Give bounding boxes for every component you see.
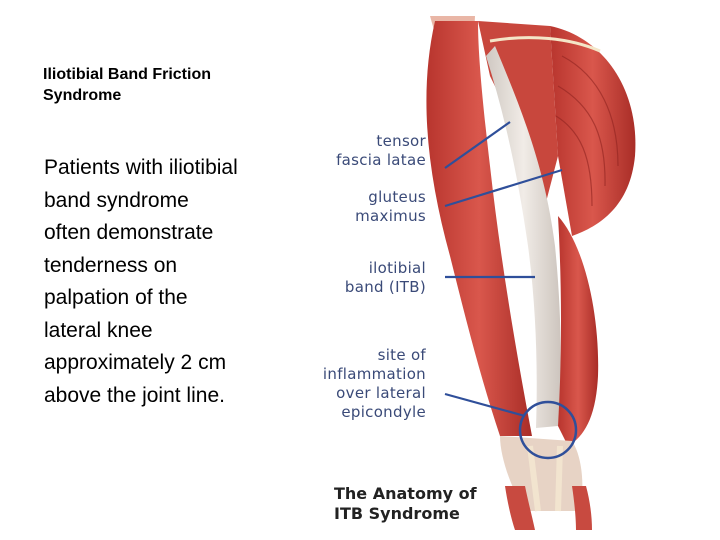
- lower-leg-muscle: [572, 486, 592, 530]
- label-line: site of: [377, 346, 426, 364]
- label-line: ilotibial: [368, 259, 426, 277]
- label-line: epicondyle: [341, 403, 426, 421]
- fascia-fibers: [489, 36, 601, 53]
- label-line: over lateral: [336, 384, 426, 402]
- itb-anatomy-figure: tensor fascia latae gluteus maximus ilot…: [300, 16, 670, 530]
- pointer-line-inflammation: [444, 392, 526, 418]
- label-tensor-fascia-latae: tensor fascia latae: [308, 132, 426, 170]
- body-line: lateral knee: [44, 318, 153, 342]
- slide-title-line: Iliotibial Band Friction: [43, 66, 211, 83]
- figure-caption: The Anatomy of ITB Syndrome: [334, 484, 482, 524]
- pointer-line-gluteus: [444, 168, 563, 208]
- lower-leg-muscle: [505, 486, 535, 530]
- body-line: Patients with iliotibial: [44, 156, 238, 179]
- label-line: gluteus: [368, 188, 426, 206]
- body-line: above the joint line.: [44, 383, 225, 407]
- body-line: band syndrome: [44, 188, 189, 212]
- label-iliotibial-band: ilotibial band (ITB): [308, 259, 426, 297]
- thigh-anatomy-illustration: [426, 16, 636, 530]
- vastus-lateralis-muscle: [558, 216, 599, 446]
- slide-body-text: Patients with iliotibial band syndrome o…: [44, 152, 284, 412]
- body-line: palpation of the: [44, 286, 188, 309]
- label-line: fascia latae: [336, 151, 426, 169]
- label-line: maximus: [355, 207, 426, 225]
- caption-line: The Anatomy of: [334, 484, 477, 503]
- inflammation-site-circle: [518, 400, 578, 460]
- label-inflammation-site: site of inflammation over lateral epicon…: [300, 346, 426, 422]
- gluteus-maximus-muscle: [550, 26, 636, 236]
- slide-title-line: Syndrome: [43, 87, 122, 104]
- iliotibial-band: [486, 46, 561, 428]
- label-line: inflammation: [322, 365, 426, 383]
- slide-title: Iliotibial Band Friction Syndrome: [43, 64, 283, 106]
- label-line: tensor: [376, 132, 426, 150]
- patellar-tendon: [527, 445, 563, 512]
- label-gluteus-maximus: gluteus maximus: [308, 188, 426, 226]
- pointer-line-tfl: [444, 121, 511, 169]
- caption-line: ITB Syndrome: [334, 504, 460, 523]
- label-line: band (ITB): [344, 278, 426, 296]
- hamstring-muscle: [426, 21, 532, 436]
- body-line: tenderness on: [44, 253, 178, 277]
- gluteus-maximus-striations: [555, 55, 619, 207]
- body-line: often demonstrate: [44, 221, 214, 244]
- body-line: approximately 2 cm: [44, 351, 227, 374]
